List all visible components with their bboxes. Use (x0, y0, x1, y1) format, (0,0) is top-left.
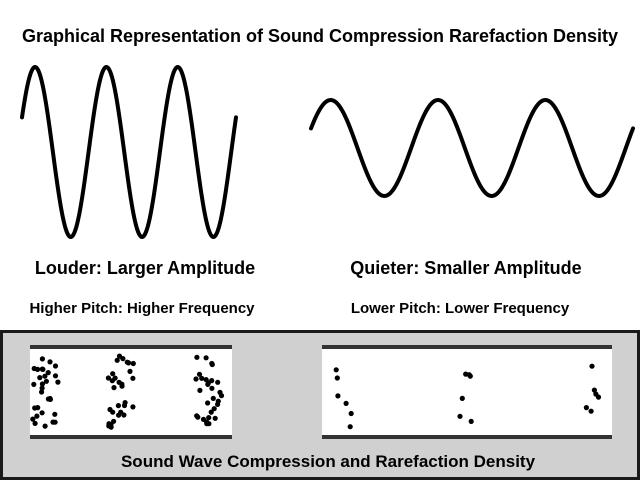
compression-particle (39, 356, 46, 362)
compression-particle (118, 409, 124, 415)
compression-particle (205, 400, 211, 406)
compression-particle (37, 375, 43, 381)
compression-particle (39, 410, 45, 416)
rarefaction-particle (589, 363, 595, 369)
compression-particle (122, 400, 128, 406)
right-wave-label: Quieter: Smaller Amplitude (350, 258, 581, 278)
quiet-low-frequency-wave (309, 98, 635, 198)
compression-particle (111, 385, 117, 391)
compression-particle (55, 379, 61, 385)
rarefaction-particles (333, 363, 602, 430)
compression-particle (43, 378, 50, 384)
diagram-title: Graphical Representation of Sound Compre… (22, 26, 618, 46)
density-panel-caption: Sound Wave Compression and Rarefaction D… (121, 452, 536, 471)
left-wave-sublabel: Higher Pitch: Higher Frequency (29, 300, 255, 317)
rarefaction-particle (595, 394, 602, 400)
rarefaction-tube (322, 347, 612, 437)
compression-particle (195, 414, 201, 420)
compression-particle (212, 415, 218, 421)
rarefaction-particle (333, 367, 339, 373)
rarefaction-particle (348, 410, 354, 417)
right-wave-sublabel: Lower Pitch: Lower Frequency (351, 300, 570, 317)
compression-particle (194, 354, 200, 360)
rarefaction-particle (466, 372, 472, 378)
compression-particle (209, 385, 215, 391)
compression-particle (39, 381, 46, 387)
compression-particle (217, 389, 223, 395)
compression-particle (124, 359, 130, 365)
compression-particle (110, 409, 116, 415)
compression-particle (209, 361, 215, 368)
compression-particle (205, 381, 211, 387)
compression-particle (39, 389, 45, 395)
compression-particle (50, 419, 56, 425)
rarefaction-particle (343, 400, 349, 406)
rarefaction-particle (457, 413, 463, 419)
compression-particle (110, 371, 116, 377)
rarefaction-particle (591, 387, 598, 393)
rarefaction-particle (347, 424, 353, 430)
rarefaction-particle (459, 395, 465, 401)
compression-particle (199, 375, 205, 381)
compression-particle (115, 403, 121, 409)
rarefaction-particle (334, 375, 340, 381)
compression-particle (120, 356, 126, 362)
compression-particle (197, 387, 203, 393)
compression-particle (42, 373, 48, 379)
compression-particle (52, 411, 58, 417)
compression-particle (105, 375, 111, 381)
rarefaction-particle (588, 408, 594, 414)
compression-particle (32, 420, 38, 426)
compression-particle (210, 395, 216, 401)
compression-particles (30, 353, 225, 430)
compression-particle (193, 376, 199, 382)
compression-particle (127, 368, 133, 374)
compression-particle (47, 395, 53, 402)
compression-particle (215, 401, 221, 407)
compression-particle (45, 370, 51, 376)
compression-particle (114, 357, 120, 363)
compression-particle (211, 406, 217, 412)
compression-particle (108, 421, 114, 428)
compression-particle (196, 371, 203, 377)
compression-particle (42, 423, 48, 429)
compression-particle (119, 383, 125, 389)
compression-particle (40, 366, 46, 372)
compression-particle (206, 415, 212, 421)
compression-particle (31, 381, 37, 387)
compression-particle (209, 378, 215, 384)
rarefaction-particle (335, 393, 341, 399)
compression-particle (208, 409, 214, 415)
compression-particle (35, 366, 41, 372)
loud-high-frequency-wave (20, 64, 238, 240)
compression-particle (30, 416, 36, 422)
compression-particle (39, 385, 45, 391)
rarefaction-particle (468, 418, 474, 424)
compression-particle (130, 375, 136, 381)
rarefaction-particle (583, 405, 590, 411)
left-wave-label: Louder: Larger Amplitude (35, 258, 255, 278)
compression-particle (52, 373, 59, 379)
compression-particle (204, 421, 210, 427)
compression-particle (203, 355, 209, 361)
compression-particle (47, 359, 53, 365)
compression-particle (130, 404, 136, 410)
compression-particle (35, 405, 41, 411)
compression-particle (52, 363, 59, 369)
compression-particle (130, 360, 136, 367)
compression-particle (109, 378, 115, 384)
compression-particle (116, 379, 122, 385)
compression-particle (215, 379, 221, 385)
compression-particle (34, 413, 40, 419)
